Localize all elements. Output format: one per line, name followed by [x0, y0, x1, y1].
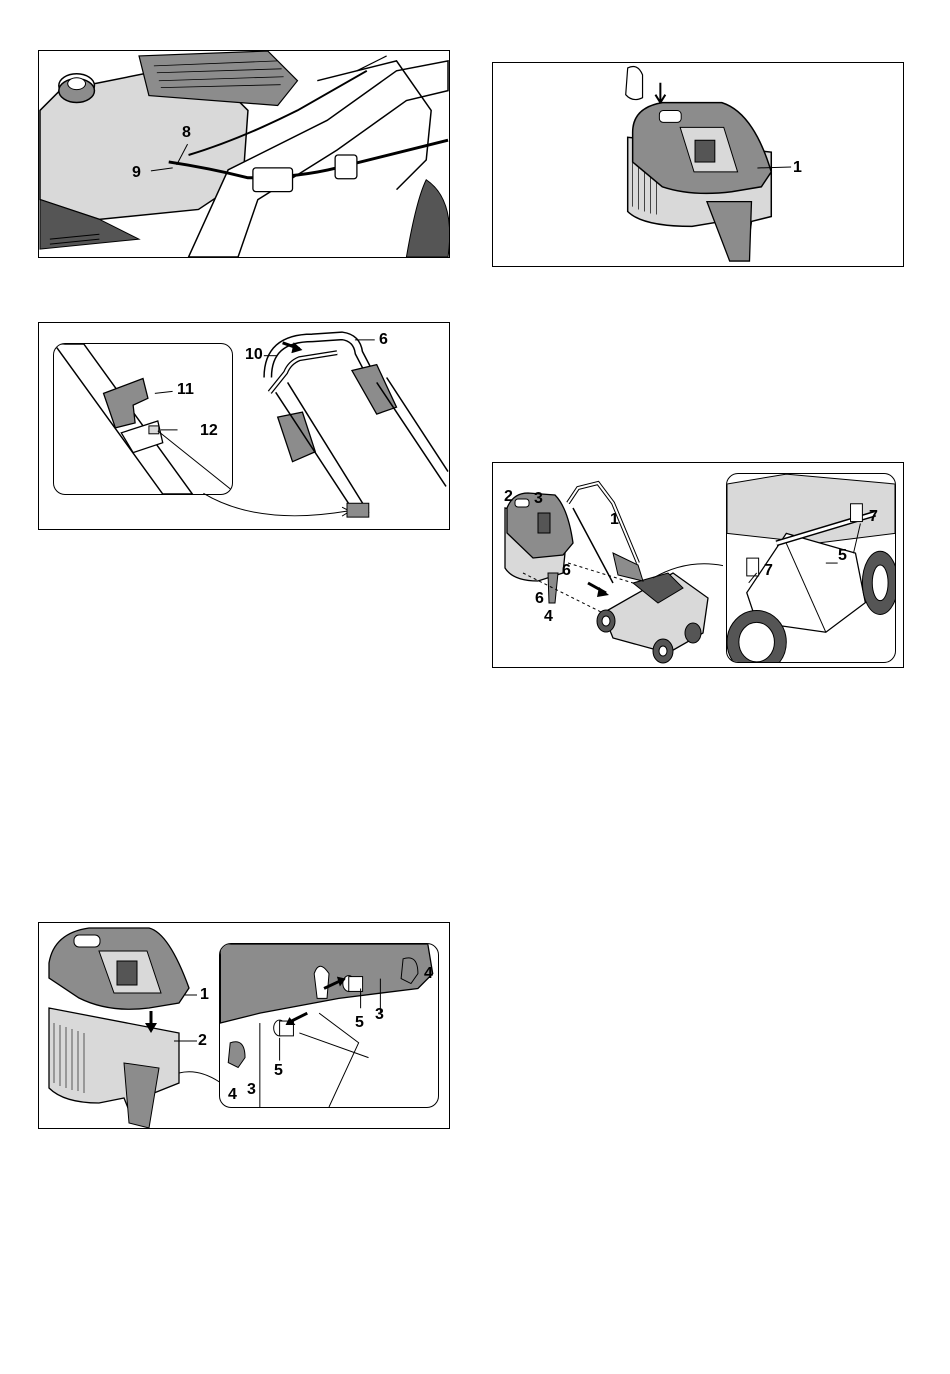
- callout-6: 6: [535, 591, 544, 607]
- detail-inset-hooks: [726, 473, 896, 663]
- callout-4: 4: [544, 609, 553, 625]
- callout-6: 6: [379, 332, 388, 348]
- figure-grass-catcher-lid: 1: [492, 62, 904, 267]
- callout-9: 9: [132, 165, 141, 181]
- callout-4: 4: [228, 1087, 237, 1103]
- catcher-assembly-illustration: [39, 923, 219, 1129]
- figure-attach-catcher: 2 3 1 6 6 4 7 5 7: [492, 462, 904, 668]
- figure-catcher-assembly: 1 2 4 5 3 5 4 3: [38, 922, 450, 1129]
- callout-5: 5: [274, 1063, 283, 1079]
- callout-3: 3: [534, 491, 543, 507]
- callout-6: 6: [562, 563, 571, 579]
- callout-1: 1: [200, 987, 209, 1003]
- callout-11: 11: [177, 382, 194, 398]
- callout-2: 2: [198, 1033, 207, 1049]
- callout-4: 4: [424, 966, 433, 982]
- figure-cable-routing: 8 9: [38, 50, 450, 258]
- mower-illustration: [493, 463, 723, 668]
- hooks-detail-illustration: [727, 474, 895, 662]
- handle-illustration: [39, 323, 449, 529]
- grass-catcher-illustration: [493, 63, 903, 266]
- callout-5: 5: [355, 1015, 364, 1031]
- callout-1: 1: [793, 160, 802, 176]
- callout-5: 5: [838, 548, 847, 564]
- callout-8: 8: [182, 125, 191, 141]
- callout-2: 2: [504, 489, 513, 505]
- callout-12: 12: [200, 423, 218, 439]
- callout-10: 10: [245, 347, 263, 363]
- cable-routing-illustration: [39, 51, 449, 257]
- callout-7: 7: [869, 509, 878, 525]
- callout-1: 1: [610, 512, 619, 528]
- callout-3: 3: [247, 1082, 256, 1098]
- callout-7: 7: [764, 563, 773, 579]
- callout-3: 3: [375, 1007, 384, 1023]
- figure-handle-lever: 10 6 11 12: [38, 322, 450, 530]
